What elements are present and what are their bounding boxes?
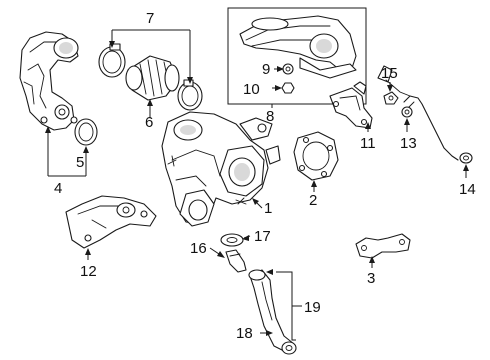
washer-part-14[interactable]	[459, 152, 473, 164]
callout-18: 18	[236, 325, 253, 342]
callout-9: 9	[262, 61, 270, 78]
intake-duct-part-4[interactable]	[19, 31, 79, 131]
callout-7: 7	[146, 10, 154, 27]
hose-clamp-right-part-7[interactable]	[177, 79, 203, 111]
bracket-part-11[interactable]	[329, 81, 373, 129]
return-hose-part-19[interactable]	[248, 269, 295, 353]
fitting-part-16[interactable]	[225, 249, 247, 273]
bracket-part-3[interactable]	[355, 233, 411, 259]
callout-19: 19	[304, 299, 321, 316]
heat-shield-part-12[interactable]	[65, 195, 157, 249]
turbocharger-part-1[interactable]	[161, 111, 281, 227]
callout-1: 1	[264, 200, 272, 217]
callout-2: 2	[309, 192, 317, 209]
callout-6: 6	[145, 114, 153, 131]
clip-part-15[interactable]	[383, 91, 399, 105]
hose-clamp-left-part-7[interactable]	[98, 43, 126, 78]
inset-box	[227, 7, 367, 105]
bolt-part-9[interactable]	[282, 63, 294, 75]
callout-4: 4	[54, 180, 62, 197]
callout-3: 3	[367, 270, 375, 287]
callout-10: 10	[243, 81, 260, 98]
callout-13: 13	[400, 135, 417, 152]
hose-clamp-part-18[interactable]	[281, 341, 297, 355]
callout-17: 17	[254, 228, 271, 245]
gasket-flange-part-2[interactable]	[293, 131, 339, 181]
callout-15: 15	[381, 65, 398, 82]
callout-12: 12	[80, 263, 97, 280]
nut-part-10[interactable]	[281, 82, 295, 94]
callout-16: 16	[190, 240, 207, 257]
callout-14: 14	[459, 181, 476, 198]
gasket-ring-part-5[interactable]	[74, 118, 98, 146]
gasket-part-17[interactable]	[220, 233, 244, 247]
air-duct-inset-part[interactable]	[239, 15, 357, 79]
callout-11: 11	[360, 135, 376, 152]
callout-8: 8	[266, 108, 274, 125]
bellows-hose-part-6[interactable]	[125, 55, 180, 101]
oil-line-part-13[interactable]	[377, 65, 459, 161]
callout-5: 5	[76, 154, 84, 171]
